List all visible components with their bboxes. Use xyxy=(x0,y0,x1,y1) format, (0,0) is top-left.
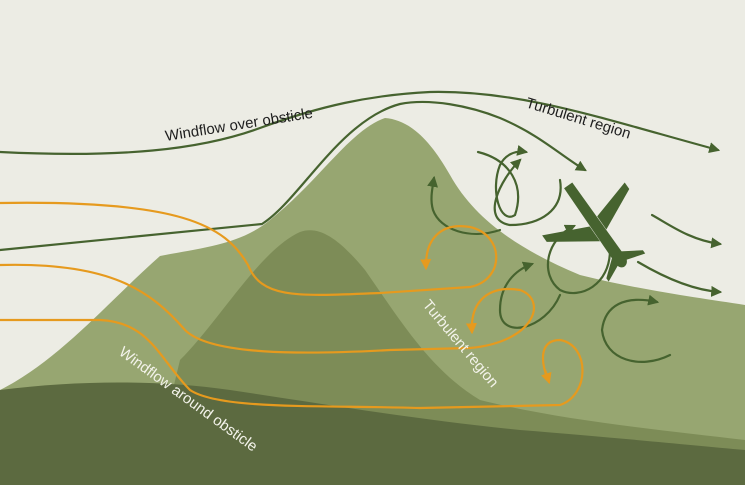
eddy xyxy=(600,294,672,363)
flow-over-line-1 xyxy=(0,90,721,156)
airplane-icon xyxy=(542,182,646,282)
eddy xyxy=(476,145,529,218)
flow-lee-2 xyxy=(636,260,723,297)
flow-around-arrowhead xyxy=(540,368,552,385)
flow-around-line-2 xyxy=(0,263,536,354)
ground-dark xyxy=(0,382,745,485)
eddy xyxy=(498,261,562,329)
flow-around-line-3 xyxy=(0,318,584,410)
flow-over-line-2 xyxy=(0,100,587,252)
eddy xyxy=(493,158,562,227)
eddy xyxy=(427,175,502,235)
flow-lee-1 xyxy=(650,213,723,249)
eddy xyxy=(546,224,612,295)
flow-around-line-1 xyxy=(0,201,498,296)
